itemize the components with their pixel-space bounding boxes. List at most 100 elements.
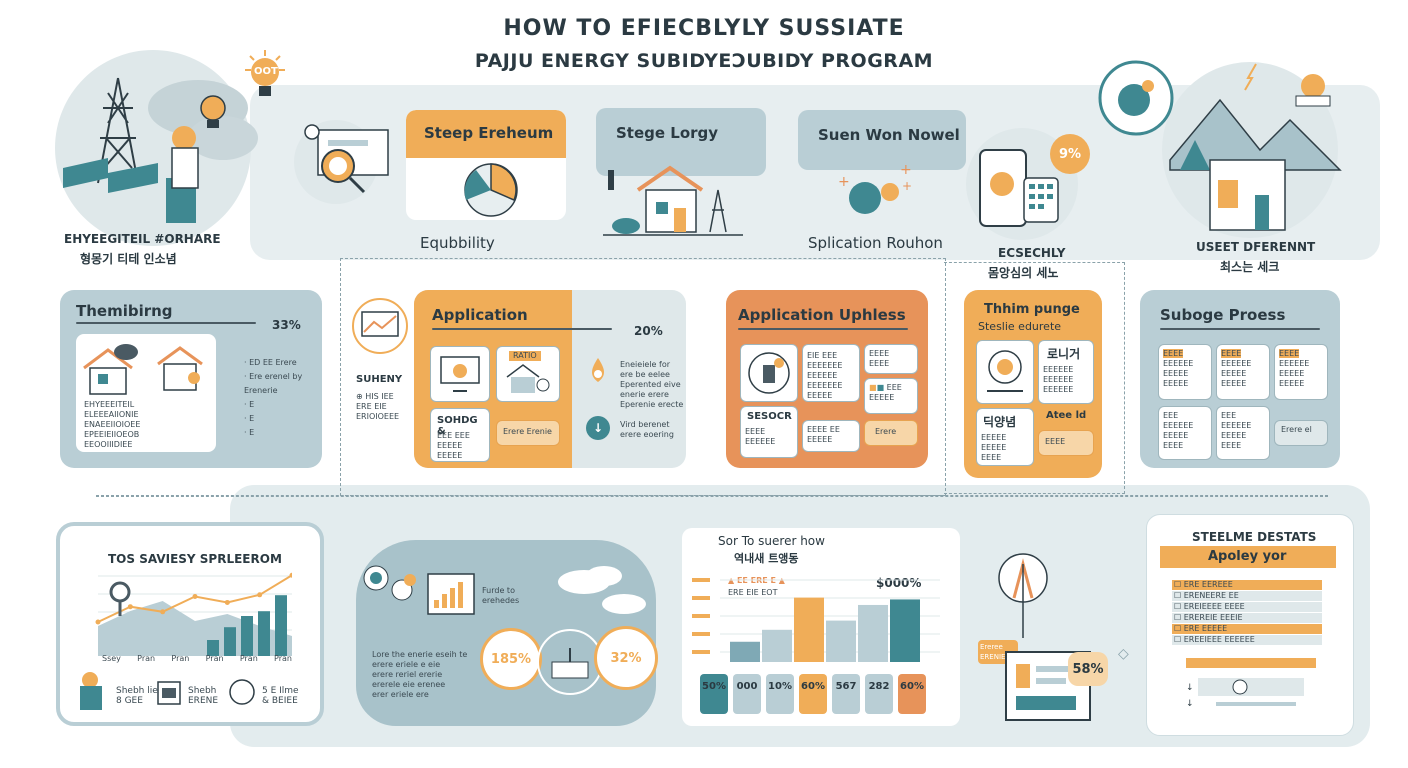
lightbulb-icon	[196, 92, 230, 138]
card1-text-1: ELEEEAIIONIE	[84, 410, 139, 419]
pylon-illustration	[48, 48, 258, 248]
doc-line: ☐ ERENEERE EE	[1172, 591, 1322, 601]
bar-2	[794, 597, 824, 662]
compass-icon	[996, 548, 1050, 648]
phone-caption-ko: 몸앙심의 세노	[988, 266, 1059, 280]
card2-side-4: Eperenie erecte	[620, 400, 684, 409]
card2-button[interactable]: Erere Erenie	[496, 420, 560, 446]
sub-text-2: ERIOIOEEE	[356, 412, 400, 421]
card2-tile2-label: SOHDG &	[437, 415, 478, 437]
cloud-badge-1-text: 185%	[490, 651, 532, 667]
bar-1	[762, 629, 792, 662]
line-point	[257, 592, 263, 598]
svg-text:↓: ↓	[1186, 699, 1194, 709]
card1-rule	[76, 322, 256, 324]
trend-bar	[207, 640, 219, 656]
y-tick	[692, 596, 710, 600]
left-caption-en: EHYEEGITEIL #ORHARE	[64, 232, 221, 246]
svg-text:+: +	[838, 174, 850, 190]
tablet-badge-text: 58%	[1072, 661, 1104, 677]
bar-legend2: ERE EIE EOT	[728, 588, 778, 597]
card5-button-label: Erere el	[1281, 425, 1312, 434]
left-caption-ko: 형몽기 티테 인소념	[80, 252, 177, 266]
svg-text:+: +	[900, 162, 912, 178]
step3-card	[798, 110, 966, 170]
tablet-label: Ereree ERENIE	[980, 643, 1006, 661]
phone-caption-en: ECSECHLY	[998, 246, 1066, 260]
phone-badge-text: 9%	[1058, 146, 1082, 162]
card1-list-1: · Ere erenel by	[244, 372, 303, 381]
doc-banner-text: Apoley yor	[1208, 549, 1287, 564]
chart-x-label: Pran	[205, 654, 224, 663]
chart-title: TOS SAVIESY SPRLEEROM	[108, 552, 282, 566]
card4-subtitle: Steslie edurete	[978, 320, 1062, 333]
card4-tile2-label: 딕양념	[983, 415, 1017, 429]
cloud-text: Furde to erehedes	[482, 586, 520, 605]
card1-list-2: Erenerie	[244, 386, 278, 395]
bar-5	[890, 599, 920, 662]
card4-tile3: Atee ld	[1046, 410, 1087, 421]
bar-tile: 10%	[766, 674, 794, 714]
card3-rule	[738, 328, 908, 330]
card2-side-text: Eneieiele for ere be eelee Eperented eiv…	[620, 360, 683, 410]
y-tick	[692, 614, 710, 618]
step1-caption: Equbbility	[420, 234, 495, 252]
card5-rule	[1160, 328, 1320, 330]
card5-button[interactable]: Erere el	[1274, 420, 1328, 446]
icon-label-2: 5 E Ilme & BEIEE	[262, 686, 299, 706]
right-dashed-frame	[944, 262, 1125, 494]
bar-chart	[692, 578, 940, 662]
card2-side2-0: Vird berenet	[620, 420, 670, 429]
trend-bar	[258, 611, 270, 656]
card1-list: · ED EE Erere · Ere erenel by Erenerie ·…	[244, 356, 302, 440]
right-caption-ko: 최스는 세크	[1220, 260, 1280, 274]
globe-bubble-icon	[1096, 58, 1176, 142]
bulb-pin-icon	[1290, 66, 1336, 120]
page-title: HOW TO EFIECBLYLY SUSSIATE	[503, 16, 905, 41]
card1-panel: EHYEEEITEIL ELEEEAIIONIE ENAEEIIOIOEE EP…	[76, 334, 216, 452]
y-tick	[692, 578, 710, 582]
cloud-list: Lore the enerie eseih te erere eriele e …	[372, 650, 468, 699]
cloud-badge-1: 185%	[480, 628, 542, 690]
house-pylon-illustration	[598, 160, 748, 246]
card4-button[interactable]: EEEE	[1038, 430, 1094, 456]
doc-line: ☐ EREREIE EEEIE	[1172, 613, 1322, 623]
bar-tile: 567	[832, 674, 860, 714]
card1-list-5: · E	[244, 428, 255, 437]
card3-button[interactable]: Erere	[864, 420, 918, 446]
mountain-building-illustration	[1150, 60, 1350, 264]
trend-bar	[224, 627, 236, 656]
doc-line: ☐ ERE EEEEE	[1172, 624, 1322, 634]
line-point	[127, 604, 133, 610]
card2-tile-computer	[430, 346, 490, 402]
card2-side-2: Eperented eive	[620, 380, 681, 389]
chart-x-label: Ssey	[102, 654, 121, 663]
card1-text-2: ENAEEIIOIOEE	[84, 420, 141, 429]
card1-text-3: EPEEIEIIOEOB	[84, 430, 140, 439]
chart-x-label: Pran	[274, 654, 292, 663]
doc-footer: ↓↓	[1186, 658, 1316, 716]
card2-side-text2: Vird berenet erere eoering	[620, 420, 674, 440]
bar-tile: 60%	[898, 674, 926, 714]
card1-text-4: EEOOIIIDIEE	[84, 440, 133, 449]
card1-title: Themibirng	[76, 302, 173, 320]
svg-text:+: +	[902, 179, 912, 193]
card1-pct: 33%	[272, 318, 301, 332]
bar-0	[730, 641, 760, 662]
line-point	[289, 572, 292, 578]
card2-tile-house: RATIO	[496, 346, 560, 402]
chart-x-label: Pran	[137, 654, 156, 663]
sub-text-1: ERE EIE	[356, 402, 387, 411]
chart-board-icon	[350, 296, 410, 360]
cloud-coin-icon: +++	[830, 160, 920, 224]
card3-button-label: Erere	[875, 427, 897, 436]
sub-text: ⊕ HIS IEE ERE EIE ERIOIOEEE	[356, 392, 399, 422]
bar-title-ko: 역내새 트앵동	[734, 552, 799, 565]
doc-lines: ☐ ERE EEREEE☐ ERENEERE EE☐ EREIEEEE EEEE…	[1172, 580, 1322, 646]
